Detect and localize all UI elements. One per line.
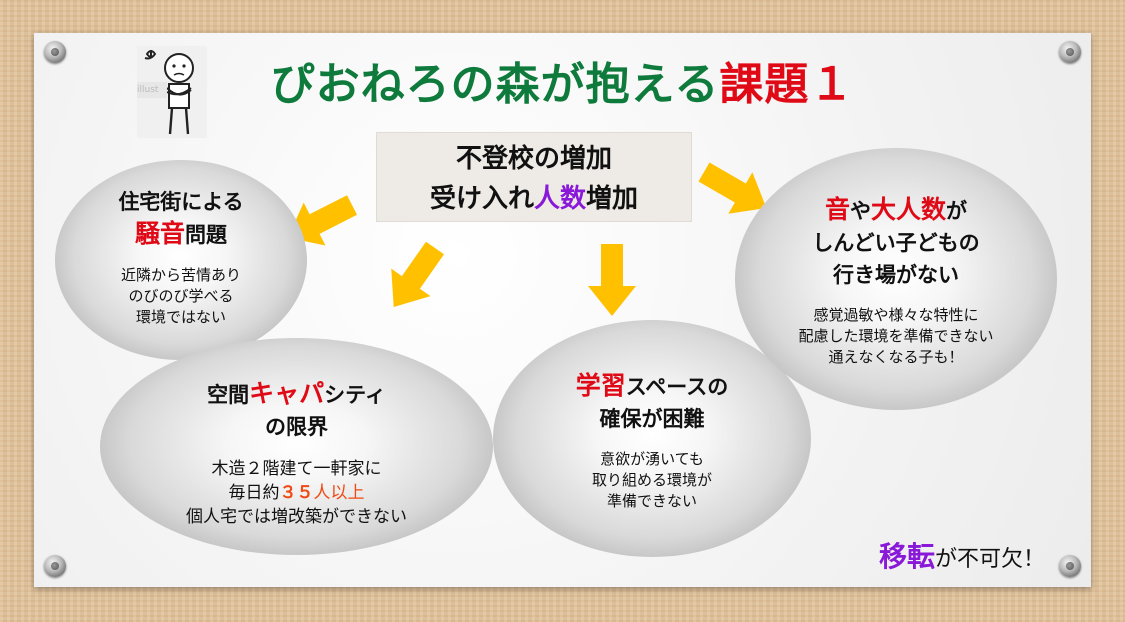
- place-body: 感覚過敏や様々な特性に 配慮した環境を準備できない 通えなくなる子も！: [735, 305, 1057, 368]
- place-heading-3: 行き場がない: [833, 263, 959, 287]
- issue-noise: 住宅街による 騒音問題 近隣から苦情あり のびのび学べる 環境ではない: [55, 160, 307, 360]
- capacity-heading-2: の限界: [265, 415, 328, 439]
- page-title: ぴおねろの森が抱える課題１: [0, 48, 1125, 112]
- space-heading-2: 確保が困難: [599, 407, 705, 431]
- push-pin-icon: [1059, 41, 1081, 63]
- title-issue-number: 課題１: [719, 59, 855, 110]
- place-highlight: 大人数: [871, 195, 947, 224]
- noise-highlight: 騒音: [134, 219, 185, 248]
- center-line-2: 受け入れ人数増加: [377, 179, 691, 219]
- push-pin-icon: [44, 41, 66, 63]
- noise-body: 近隣から苦情あり のびのび学べる 環境ではない: [55, 265, 307, 328]
- noise-heading-2: 騒音問題: [55, 218, 307, 251]
- space-body-line: 準備できない: [606, 492, 697, 510]
- place-body-line: 感覚過敏や様々な特性に: [813, 306, 979, 324]
- capacity-body-line: 木造２階建て一軒家に: [211, 459, 382, 479]
- capacity-count: ３５: [279, 483, 314, 503]
- space-highlight: 学習: [575, 371, 626, 400]
- place-heading-text: が: [946, 199, 968, 223]
- place-heading-2: しんどい子どもの: [812, 231, 980, 255]
- center-highlight: 人数: [533, 184, 586, 214]
- place-heading-text: や: [850, 199, 871, 223]
- noise-body-line: のびのび学べる: [128, 287, 234, 305]
- center-cause-box: 不登校の増加 受け入れ人数増加: [376, 132, 692, 222]
- space-body-line: 取り組める環境が: [591, 471, 712, 489]
- capacity-body-line: 個人宅では増改築ができない: [186, 507, 407, 527]
- noise-body-line: 近隣から苦情あり: [120, 266, 241, 284]
- space-heading-1: 学習スペースの: [493, 370, 811, 403]
- place-body-line: 通えなくなる子も！: [828, 348, 964, 366]
- capacity-heading-1: 空間キャパシティ: [100, 378, 493, 411]
- capacity-body: 木造２階建て一軒家に 毎日約３５人以上 個人宅では増改築ができない: [100, 457, 493, 529]
- capacity-heading-text: 空間: [207, 383, 250, 407]
- confused-person-icon: illust: [137, 46, 207, 138]
- conclusion: 移転が不可欠！: [879, 535, 1045, 575]
- place-highlight: 音: [824, 195, 850, 224]
- place-heading-1: 音や大人数が: [735, 194, 1057, 227]
- noise-body-line: 環境ではない: [135, 308, 226, 326]
- center-text: 受け入れ: [429, 184, 534, 214]
- issue-place: 音や大人数が しんどい子どもの 行き場がない 感覚過敏や様々な特性に 配慮した環…: [735, 148, 1057, 410]
- space-body-line: 意欲が湧いても: [600, 450, 704, 468]
- place-body-line: 配慮した環境を準備できない: [798, 327, 994, 345]
- conclusion-highlight: 移転: [878, 540, 935, 573]
- issue-study-space: 学習スペースの 確保が困難 意欲が湧いても 取り組める環境が 準備できない: [493, 320, 811, 557]
- push-pin-icon: [44, 555, 66, 577]
- center-line-1: 不登校の増加: [455, 144, 612, 174]
- capacity-count-unit: 人以上: [313, 483, 365, 503]
- space-body: 意欲が湧いても 取り組める環境が 準備できない: [493, 449, 811, 512]
- arrow-icon: [588, 244, 636, 316]
- title-main: ぴおねろの森が抱える: [270, 59, 720, 110]
- space-heading-text: スペースの: [625, 375, 729, 399]
- noise-heading-1: 住宅街による: [118, 190, 244, 214]
- capacity-heading-text: シティ: [324, 383, 386, 407]
- issue-capacity: 空間キャパシティ の限界 木造２階建て一軒家に 毎日約３５人以上 個人宅では増改…: [100, 338, 493, 555]
- capacity-body-text: 毎日約: [228, 483, 280, 503]
- capacity-body-line: 毎日約３５人以上: [100, 481, 493, 505]
- conclusion-text: が不可欠！: [934, 547, 1045, 572]
- noise-heading-text: 問題: [185, 223, 227, 247]
- arrow-icon: [374, 234, 455, 321]
- illust-watermark: illust: [137, 82, 167, 98]
- push-pin-icon: [1059, 555, 1081, 577]
- capacity-highlight: キャパ: [249, 379, 325, 408]
- center-text: 増加: [586, 184, 639, 214]
